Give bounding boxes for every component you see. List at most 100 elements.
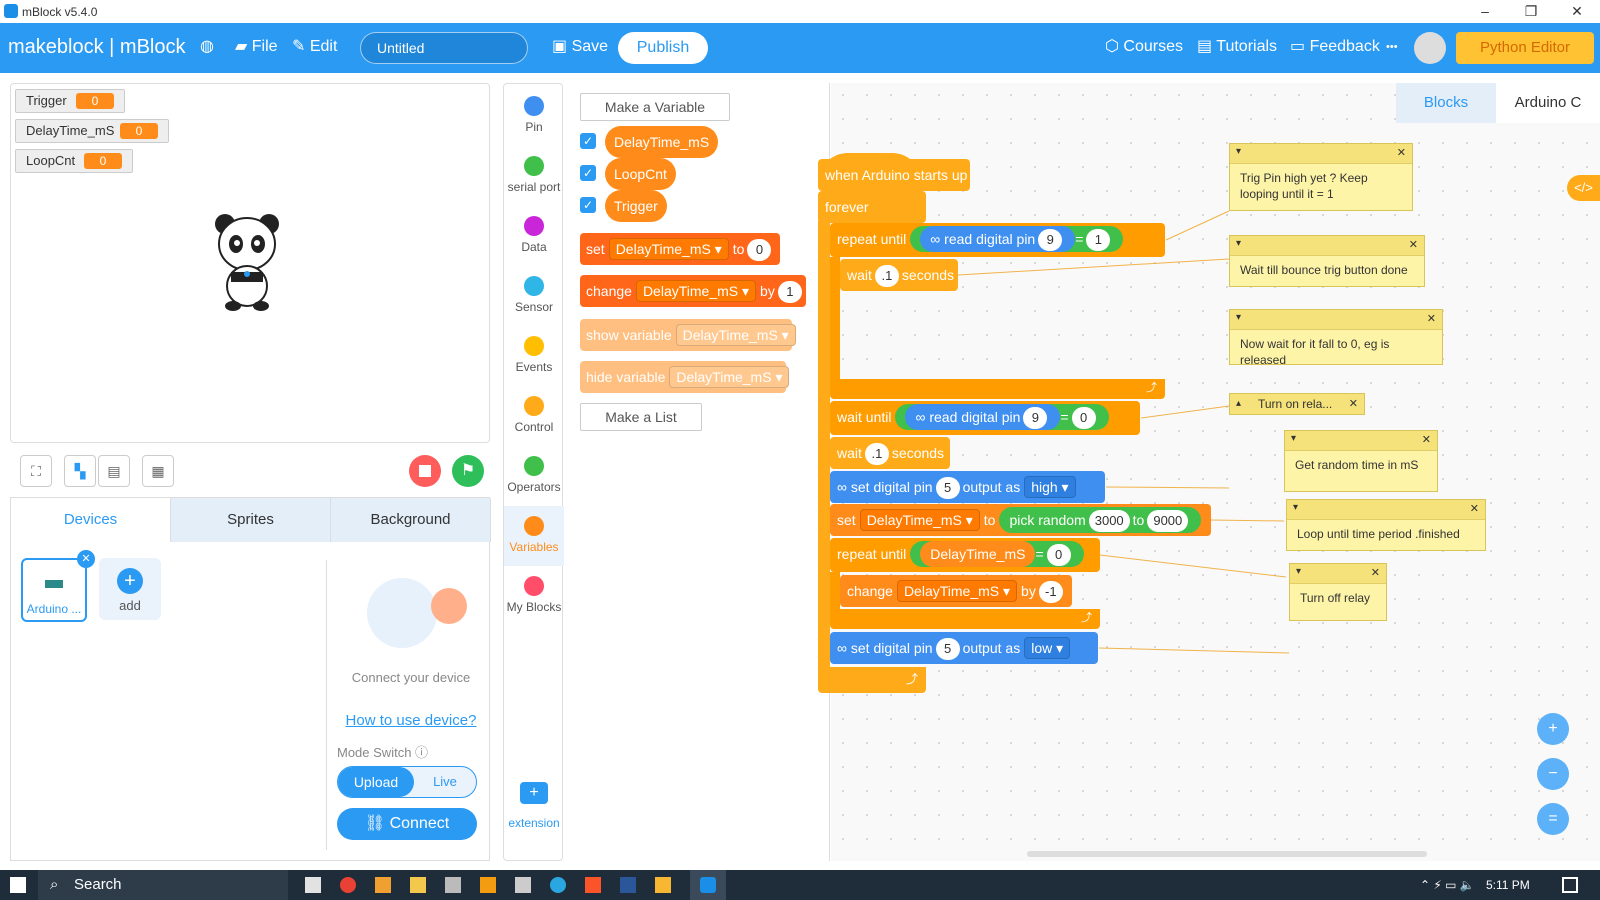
- app-icon-3[interactable]: [445, 877, 461, 893]
- collapse-icon[interactable]: ▾: [1293, 502, 1299, 513]
- var-reporter-delaytime[interactable]: DelayTime_mS: [605, 126, 719, 158]
- category-pin[interactable]: Pin: [504, 96, 564, 134]
- close-icon[interactable]: ✕: [1396, 147, 1406, 159]
- checkbox-delaytime[interactable]: ✓: [580, 133, 596, 149]
- script-canvas[interactable]: Blocks Arduino C </> when Arduino starts…: [818, 83, 1600, 861]
- green-flag-button[interactable]: ⚑: [452, 455, 484, 487]
- save-button[interactable]: ▣ Save: [552, 38, 609, 55]
- comment-note-2[interactable]: ▾✕Wait till bounce trig button done: [1229, 235, 1425, 287]
- device-arduino[interactable]: Arduino ...: [21, 558, 87, 622]
- edit-menu[interactable]: ✎ Edit: [292, 38, 338, 55]
- globe-icon[interactable]: ◍: [200, 38, 214, 55]
- how-to-link[interactable]: How to use device?: [345, 712, 477, 729]
- comment-note-1[interactable]: ▾✕Trig Pin high yet ? Keep looping until…: [1229, 143, 1413, 211]
- app-icon-6[interactable]: [655, 877, 671, 893]
- grid-icon[interactable]: ▦: [142, 455, 174, 487]
- zoom-in-icon[interactable]: +: [1537, 713, 1569, 745]
- publish-button[interactable]: Publish: [618, 32, 708, 64]
- tab-blocks[interactable]: Blocks: [1396, 83, 1496, 123]
- stop-button[interactable]: [409, 455, 441, 487]
- close-icon[interactable]: ✕: [1348, 398, 1358, 410]
- panda-sprite[interactable]: [211, 208, 283, 312]
- edge-icon[interactable]: [550, 877, 566, 893]
- tray-icons[interactable]: ⌃ ⚡ ▭ 🔈: [1420, 878, 1475, 892]
- forever-block[interactable]: forever: [818, 191, 926, 223]
- maximize-button[interactable]: ❐: [1524, 3, 1538, 19]
- comment-note-7[interactable]: ▾✕Turn off relay: [1289, 563, 1387, 621]
- checkbox-trigger[interactable]: ✓: [580, 197, 596, 213]
- app-icon-5[interactable]: [515, 877, 531, 893]
- app-icon-1[interactable]: [305, 877, 321, 893]
- remove-device-icon[interactable]: ✕: [77, 550, 95, 568]
- category-sensor[interactable]: Sensor: [504, 276, 564, 314]
- category-control[interactable]: Control: [504, 396, 564, 434]
- comment-note-5[interactable]: ▾✕Get random time in mS: [1284, 430, 1438, 492]
- make-list-button[interactable]: Make a List: [580, 403, 702, 431]
- project-name-input[interactable]: Untitled: [360, 32, 528, 64]
- tab-devices[interactable]: Devices: [11, 498, 171, 542]
- collapse-icon[interactable]: ▾: [1296, 566, 1302, 577]
- upload-mode-button[interactable]: Upload: [338, 767, 414, 797]
- clock[interactable]: 5:11 PM: [1486, 878, 1530, 892]
- close-window-button[interactable]: ✕: [1571, 3, 1583, 19]
- avatar[interactable]: [1414, 32, 1446, 64]
- extension-button[interactable]: + extension: [508, 782, 560, 830]
- feedback-link[interactable]: ▭ Feedback: [1290, 38, 1380, 55]
- close-icon[interactable]: ✕: [1370, 567, 1380, 579]
- layout-large-icon[interactable]: ▚: [64, 455, 96, 487]
- zoom-out-icon[interactable]: −: [1537, 758, 1569, 790]
- checkbox-loopcnt[interactable]: ✓: [580, 165, 596, 181]
- category-data[interactable]: Data: [504, 216, 564, 254]
- category-my-blocks[interactable]: My Blocks: [504, 576, 564, 614]
- when-arduino-starts-block[interactable]: when Arduino starts up: [818, 159, 970, 191]
- windows-start-icon[interactable]: [10, 877, 26, 893]
- notification-icon[interactable]: [1562, 877, 1578, 893]
- more-menu[interactable]: •••: [1386, 41, 1398, 53]
- code-toggle-icon[interactable]: </>: [1567, 175, 1600, 201]
- fullscreen-icon[interactable]: ⛶: [20, 455, 52, 487]
- comment-note-4-collapsed[interactable]: ▴Turn on rela...✕: [1229, 393, 1365, 415]
- courses-link[interactable]: ⬡ Courses: [1105, 38, 1183, 55]
- category-serial-port[interactable]: serial port: [504, 156, 564, 194]
- close-icon[interactable]: ✕: [1426, 313, 1436, 325]
- collapse-icon[interactable]: ▾: [1291, 433, 1297, 444]
- layout-small-icon[interactable]: ▤: [98, 455, 130, 487]
- comment-note-3[interactable]: ▾✕Now wait for it fall to 0, eg is relea…: [1229, 309, 1443, 367]
- collapse-icon[interactable]: ▾: [1236, 312, 1242, 323]
- horizontal-scrollbar[interactable]: [1027, 851, 1427, 857]
- var-reporter-loopcnt[interactable]: LoopCnt: [605, 158, 676, 190]
- category-operators[interactable]: Operators: [504, 456, 564, 494]
- taskbar-search[interactable]: ⌕Search: [38, 870, 288, 900]
- var-reporter-trigger[interactable]: Trigger: [605, 190, 667, 222]
- make-variable-button[interactable]: Make a Variable: [580, 93, 730, 121]
- add-device-button[interactable]: + add: [99, 558, 161, 620]
- chrome-icon[interactable]: [340, 877, 356, 893]
- collapse-icon[interactable]: ▾: [1236, 146, 1242, 157]
- tab-sprites[interactable]: Sprites: [171, 498, 331, 542]
- mblock-taskbar-icon[interactable]: [690, 870, 726, 900]
- app-icon-2[interactable]: [375, 877, 391, 893]
- tab-background[interactable]: Background: [331, 498, 491, 542]
- file-explorer-icon[interactable]: [410, 877, 426, 893]
- comment-note-6[interactable]: ▾✕Loop until time period .finished: [1286, 499, 1486, 551]
- brave-icon[interactable]: [585, 877, 601, 893]
- expand-icon[interactable]: ▴: [1236, 398, 1242, 409]
- zoom-reset-icon[interactable]: =: [1537, 803, 1569, 835]
- close-icon[interactable]: ✕: [1469, 503, 1479, 515]
- minimize-button[interactable]: –: [1481, 3, 1489, 19]
- word-icon[interactable]: [620, 877, 636, 893]
- live-mode-button[interactable]: Live: [433, 774, 457, 789]
